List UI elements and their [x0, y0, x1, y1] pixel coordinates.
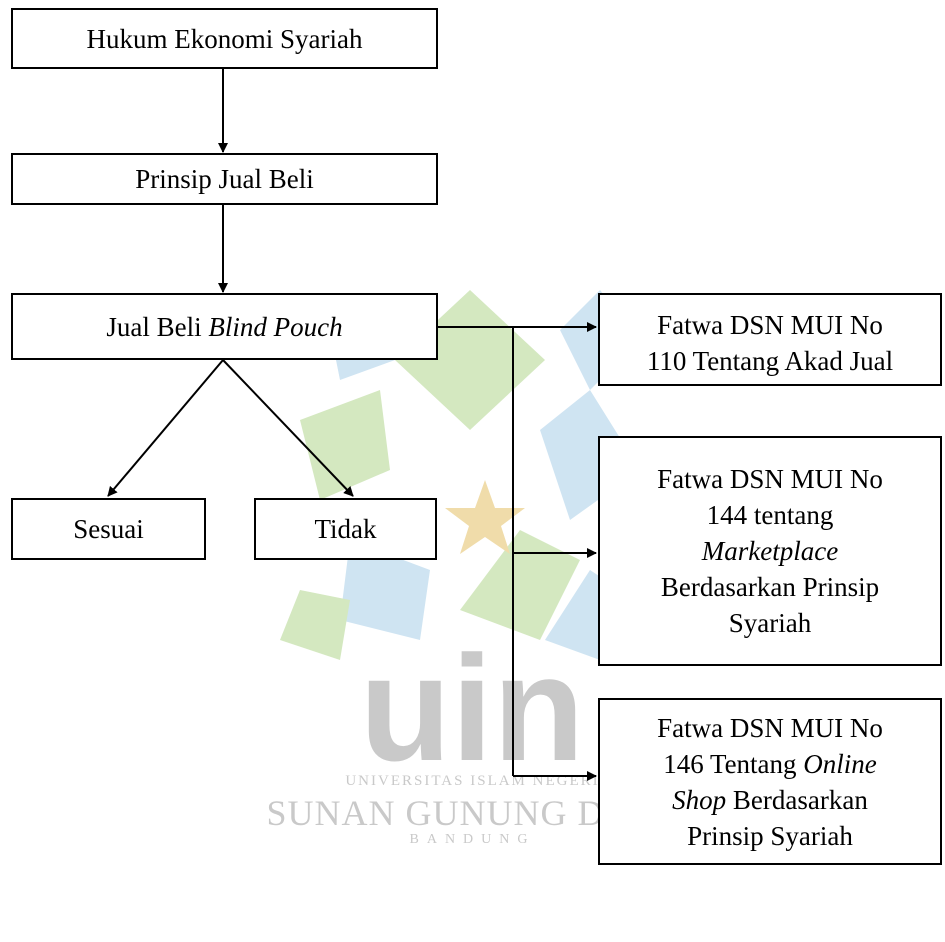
- node-hukum-ekonomi-syariah: Hukum Ekonomi Syariah: [11, 8, 438, 69]
- fatwa146-line2: 146 Tentang Online: [657, 746, 883, 782]
- fatwa146-line4: Prinsip Syariah: [687, 820, 853, 851]
- node-fatwa-146: Fatwa DSN MUI No 146 Tentang Online Shop…: [598, 698, 942, 865]
- node-fatwa-110: Fatwa DSN MUI No 110 Tentang Akad Jual: [598, 293, 942, 386]
- node-label: Hukum Ekonomi Syariah: [86, 23, 363, 54]
- node-fatwa-144: Fatwa DSN MUI No 144 tentang Marketplace…: [598, 436, 942, 666]
- fatwa144-line4: Berdasarkan Prinsip: [660, 572, 880, 602]
- node-label: Prinsip Jual Beli: [135, 164, 314, 194]
- fatwa144-line5: Syariah: [728, 608, 812, 638]
- fatwa144-line3: Marketplace: [701, 536, 839, 566]
- arrow-blind-to-sesuai: [107, 359, 224, 497]
- fatwa146-line2-plain: 146 Tentang: [663, 748, 804, 779]
- node-label: Fatwa DSN MUI No 110 Tentang Akad Jual: [647, 307, 893, 379]
- fatwa146-line2-italic: Online: [803, 748, 877, 779]
- fatwa110-line1: Fatwa DSN MUI No: [657, 310, 883, 340]
- node-label: Sesuai: [73, 514, 144, 544]
- fatwa144-line1: Fatwa DSN MUI No: [657, 464, 883, 494]
- watermark-city: BANDUNG: [409, 832, 536, 847]
- node-tidak: Tidak: [254, 498, 437, 560]
- node-label: Fatwa DSN MUI No 144 tentang Marketplace…: [657, 461, 883, 641]
- fatwa146-line3: Shop Berdasarkan: [657, 782, 883, 818]
- node-label-plain: Jual Beli: [106, 311, 209, 342]
- fatwa146-line1: Fatwa DSN MUI No: [657, 712, 883, 743]
- node-label: Tidak: [314, 514, 377, 544]
- uin-logo-text: uin: [360, 624, 585, 792]
- node-label: Jual Beli Blind Pouch: [106, 309, 342, 345]
- arrow-blind-to-tidak: [222, 359, 354, 497]
- node-jual-beli-blind-pouch: Jual Beli Blind Pouch: [11, 293, 438, 360]
- node-label-italic: Blind Pouch: [208, 311, 343, 342]
- fatwa110-line2: 110 Tentang Akad Jual: [646, 346, 894, 376]
- fatwa144-line2: 144 tentang: [706, 500, 834, 530]
- fatwa146-line3-plain: Berdasarkan: [726, 784, 868, 815]
- node-label: Fatwa DSN MUI No 146 Tentang Online Shop…: [657, 710, 883, 854]
- node-sesuai: Sesuai: [11, 498, 206, 560]
- node-prinsip-jual-beli: Prinsip Jual Beli: [11, 153, 438, 205]
- fatwa146-line3-italic: Shop: [672, 784, 727, 815]
